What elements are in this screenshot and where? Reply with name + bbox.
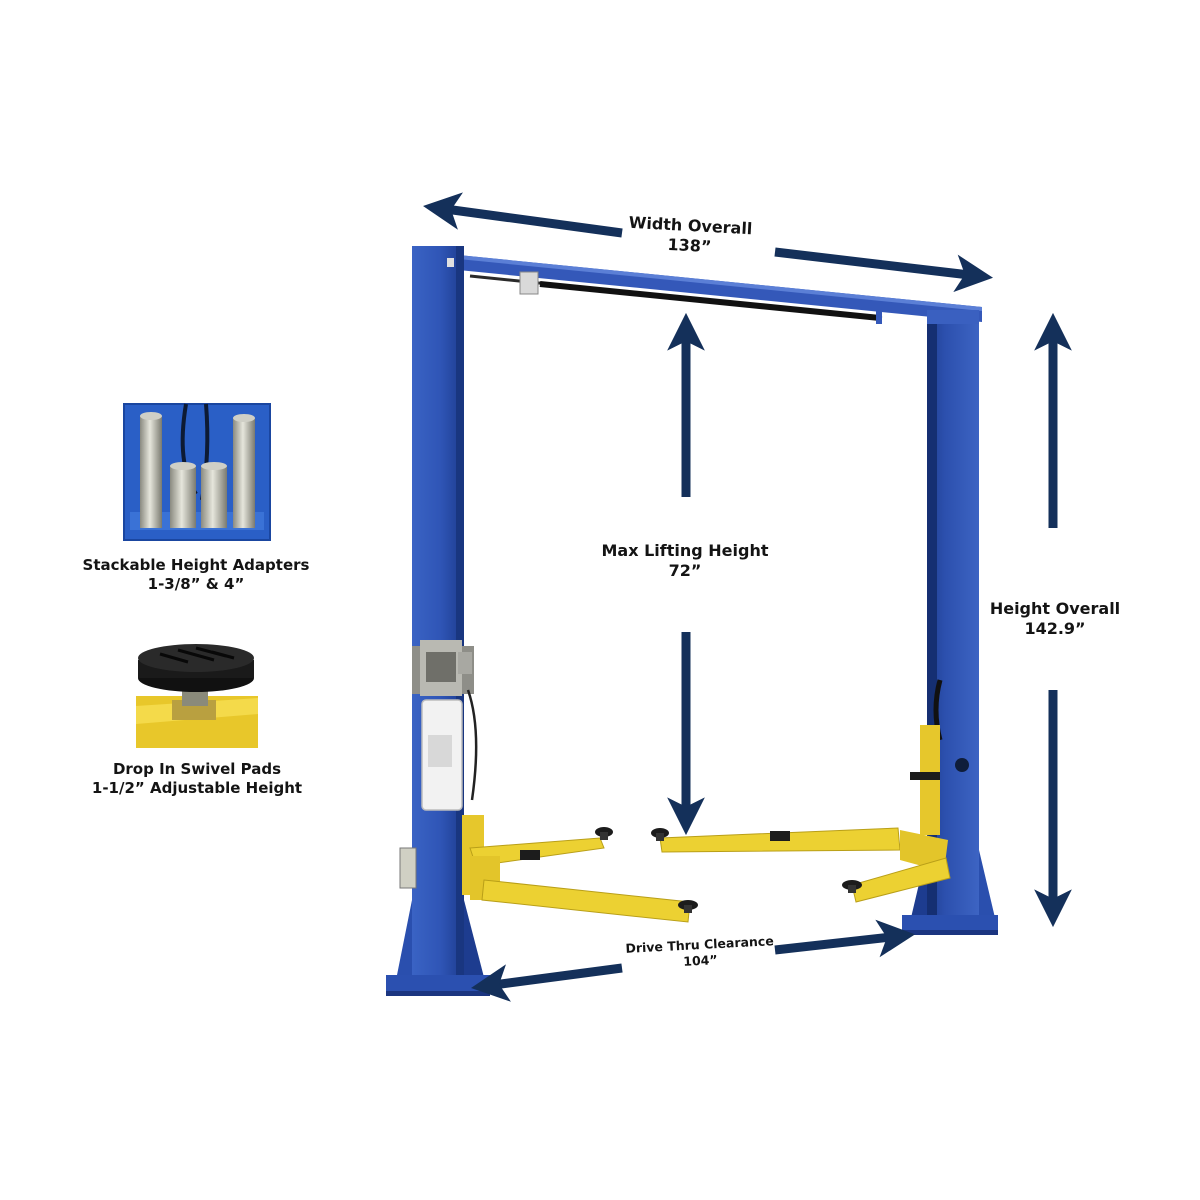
overhead-beam: [428, 252, 982, 324]
swivel-pads-detail: 1-1/2” Adjustable Height: [91, 778, 303, 797]
height-overall-value: 142.9”: [1024, 619, 1086, 638]
drive-thru-arrow-left: [471, 963, 623, 1002]
height-adapters-photo: [123, 403, 271, 541]
swivel-pad-photo: [136, 644, 258, 748]
height-adapters-detail: 1-3/8” & 4”: [147, 574, 245, 593]
width-arrow-right: [774, 247, 994, 293]
height-overall-title: Height Overall: [989, 599, 1121, 618]
max-lifting-height-title: Max Lifting Height: [601, 541, 769, 560]
left-column: [386, 246, 490, 996]
hydraulic-power-unit: [412, 640, 478, 811]
two-post-lift: [386, 246, 998, 996]
swivel-pads-title: Drop In Swivel Pads: [112, 760, 282, 778]
drive-thru-arrow-right: [774, 919, 916, 958]
height-adapters-title: Stackable Height Adapters: [82, 556, 310, 574]
height-adapters-caption: Stackable Height Adapters 1-3/8” & 4”: [70, 556, 322, 594]
max-lifting-height-value: 72”: [668, 561, 702, 580]
width-arrow-left: [423, 192, 623, 238]
swivel-pads-caption: Drop In Swivel Pads 1-1/2” Adjustable He…: [72, 760, 322, 798]
left-arms: [462, 815, 698, 923]
height-overall-label: Height Overall 142.9”: [980, 599, 1130, 639]
right-arms: [651, 725, 951, 903]
max-lifting-height-label: Max Lifting Height 72”: [590, 541, 780, 581]
